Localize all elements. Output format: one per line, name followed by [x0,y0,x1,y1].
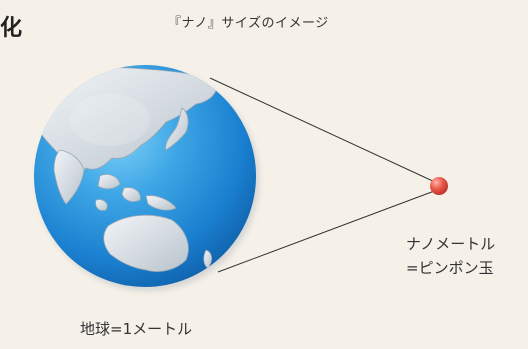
connector-line-bottom [217,189,438,273]
diagram-title: 『ナノ』サイズのイメージ [168,16,329,31]
nanometer-label: ナノメートル =ピンポン玉 [406,232,495,280]
earth-label: 地球=1メートル [80,320,193,338]
connector-line-top [209,77,438,184]
cropped-heading-char: 化 [0,16,23,41]
nanometer-label-line1: ナノメートル [406,235,496,253]
nanometer-label-line2: =ピンポン玉 [406,259,494,277]
ping-pong-ball [430,177,448,195]
earth-globe [34,65,259,291]
